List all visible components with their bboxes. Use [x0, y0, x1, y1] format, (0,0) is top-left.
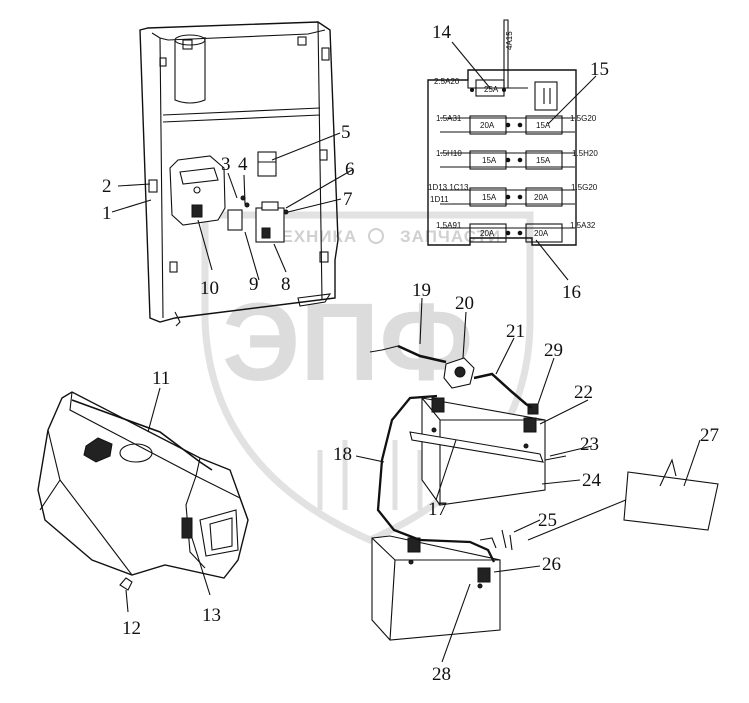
callout-24: 24 [582, 470, 602, 491]
callout-14: 14 [432, 22, 452, 43]
fuse-row4-left: 15A [482, 193, 497, 202]
fuse-row2-left-wire: 1.5A31 [436, 114, 462, 123]
fuse-row5-left-wire: 1D11 [430, 195, 449, 204]
fuse-row1-left-wire: 2.5A20 [434, 77, 460, 86]
callout-9: 9 [249, 274, 259, 295]
fuse-row4-right-wire: 1.5G20 [571, 183, 598, 192]
callout-3: 3 [221, 154, 231, 175]
callout-22: 22 [574, 382, 593, 403]
fuse-row3-right: 15A [536, 156, 551, 165]
callout-8: 8 [281, 274, 291, 295]
watermark-logo-text: ЭПФ [222, 281, 473, 404]
fuse-top-wire: 4A15 [505, 31, 514, 50]
lower-callout-leaders [355, 297, 701, 663]
callout-26: 26 [542, 554, 561, 575]
callout-21: 21 [506, 321, 525, 342]
callout-13: 13 [202, 605, 221, 626]
callout-27: 27 [700, 425, 719, 446]
callout-numbers: 1 2 3 4 5 6 7 8 9 10 11 12 13 14 15 16 1… [102, 22, 719, 685]
fuse-row3-left-wire: 1.5H10 [436, 149, 462, 158]
wheat-icon [317, 440, 423, 510]
cab-roof-shell [37, 391, 249, 591]
callout-10: 10 [200, 278, 219, 299]
watermark-left-word: ТЕХНИКА [270, 227, 357, 246]
fuse-row3-right-wire: 1.5H20 [572, 149, 598, 158]
callout-4: 4 [238, 154, 248, 175]
callout-2: 2 [102, 176, 112, 197]
fuse-row4-left-wire: 1D13 1C13 [428, 183, 469, 192]
callout-16: 16 [562, 282, 581, 303]
fuse-row1-left: 25A [484, 85, 499, 94]
callout-6: 6 [345, 159, 355, 180]
fuse-row6-right-wire: 1.5A32 [570, 221, 596, 230]
fuse-row6-left: 20A [480, 229, 495, 238]
fuse-row2-left: 20A [480, 121, 495, 130]
fuse-box: 4A15 2.5A20 25A 1.5A31 20A 15A 1.5G20 1.… [427, 19, 598, 246]
fuse-row2-right-wire: 1.5G20 [570, 114, 597, 123]
cab-frame-panel [139, 21, 339, 327]
watermark-right-word: ЗАПЧАСТИ [400, 227, 501, 246]
fuse-row2-right: 15A [536, 121, 551, 130]
panel-27 [623, 458, 719, 531]
callout-29: 29 [544, 340, 563, 361]
callout-12: 12 [122, 618, 141, 639]
callout-18: 18 [333, 444, 352, 465]
callout-15: 15 [590, 59, 609, 80]
callout-17: 17 [428, 499, 447, 520]
fuse-row3-left: 15A [482, 156, 497, 165]
callout-25: 25 [538, 510, 557, 531]
callout-7: 7 [343, 189, 353, 210]
fuse-row6-left-wire: 1.5A91 [436, 221, 462, 230]
fuse-callout-leaders [451, 41, 597, 281]
battery-upper [409, 397, 546, 506]
cab-callout-leaders [111, 132, 353, 281]
callout-19: 19 [412, 280, 431, 301]
fuse-row6-right: 20A [534, 229, 549, 238]
roof-callout-leaders [125, 387, 211, 613]
gear-icon [368, 228, 384, 244]
callout-28: 28 [432, 664, 451, 685]
callout-23: 23 [580, 434, 599, 455]
callout-5: 5 [341, 122, 351, 143]
fuse-row4-right: 20A [534, 193, 549, 202]
battery-lower [371, 535, 501, 641]
watermark: ЭПФ ТЕХНИКА ЗАПЧАСТИ [201, 211, 534, 544]
callout-1: 1 [102, 203, 112, 224]
callout-20: 20 [455, 293, 474, 314]
callout-11: 11 [152, 368, 170, 389]
